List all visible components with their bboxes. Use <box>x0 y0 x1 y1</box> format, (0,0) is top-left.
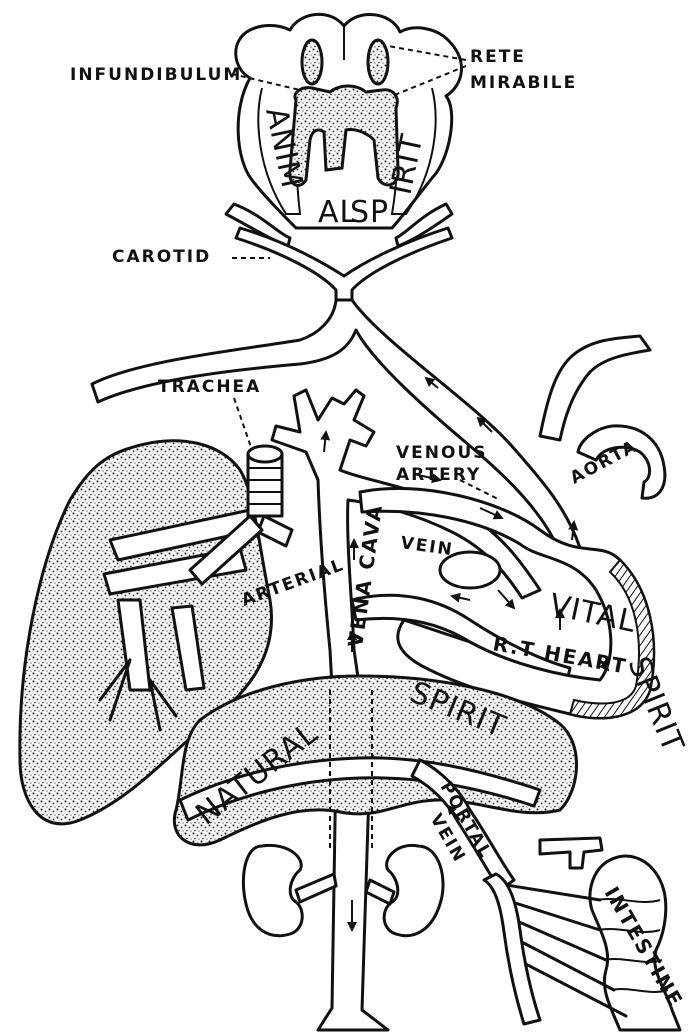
label-rete: RETE <box>470 47 526 67</box>
label-vein: VEIN <box>399 533 455 560</box>
rete-leader-b <box>392 66 466 96</box>
heart-arrow-1 <box>498 590 514 608</box>
mesenteric-trunk <box>484 874 540 1024</box>
label-infundibulum: INFUNDIBULUM <box>70 65 242 85</box>
label-sp: SP <box>350 195 389 230</box>
heart-arrow-4 <box>452 596 470 600</box>
intestine-tributary <box>540 838 602 868</box>
label-mirabile: MIRABILE <box>470 73 577 93</box>
upper-aorta-branch <box>540 336 650 440</box>
label-artery: ARTERY <box>396 465 481 485</box>
label-trachea: TRACHEA <box>158 377 261 397</box>
right-renal-vessel <box>366 880 394 904</box>
trachea-opening <box>248 446 282 462</box>
right-plexus <box>368 40 388 84</box>
label-carotid: CAROTID <box>112 247 211 267</box>
carotid-fork <box>236 228 452 300</box>
left-renal-vessel <box>296 874 336 902</box>
left-plexus <box>302 40 322 84</box>
label-venous: VENOUS <box>396 443 488 463</box>
left-kidney <box>243 845 302 935</box>
trachea-leader <box>234 398 252 450</box>
